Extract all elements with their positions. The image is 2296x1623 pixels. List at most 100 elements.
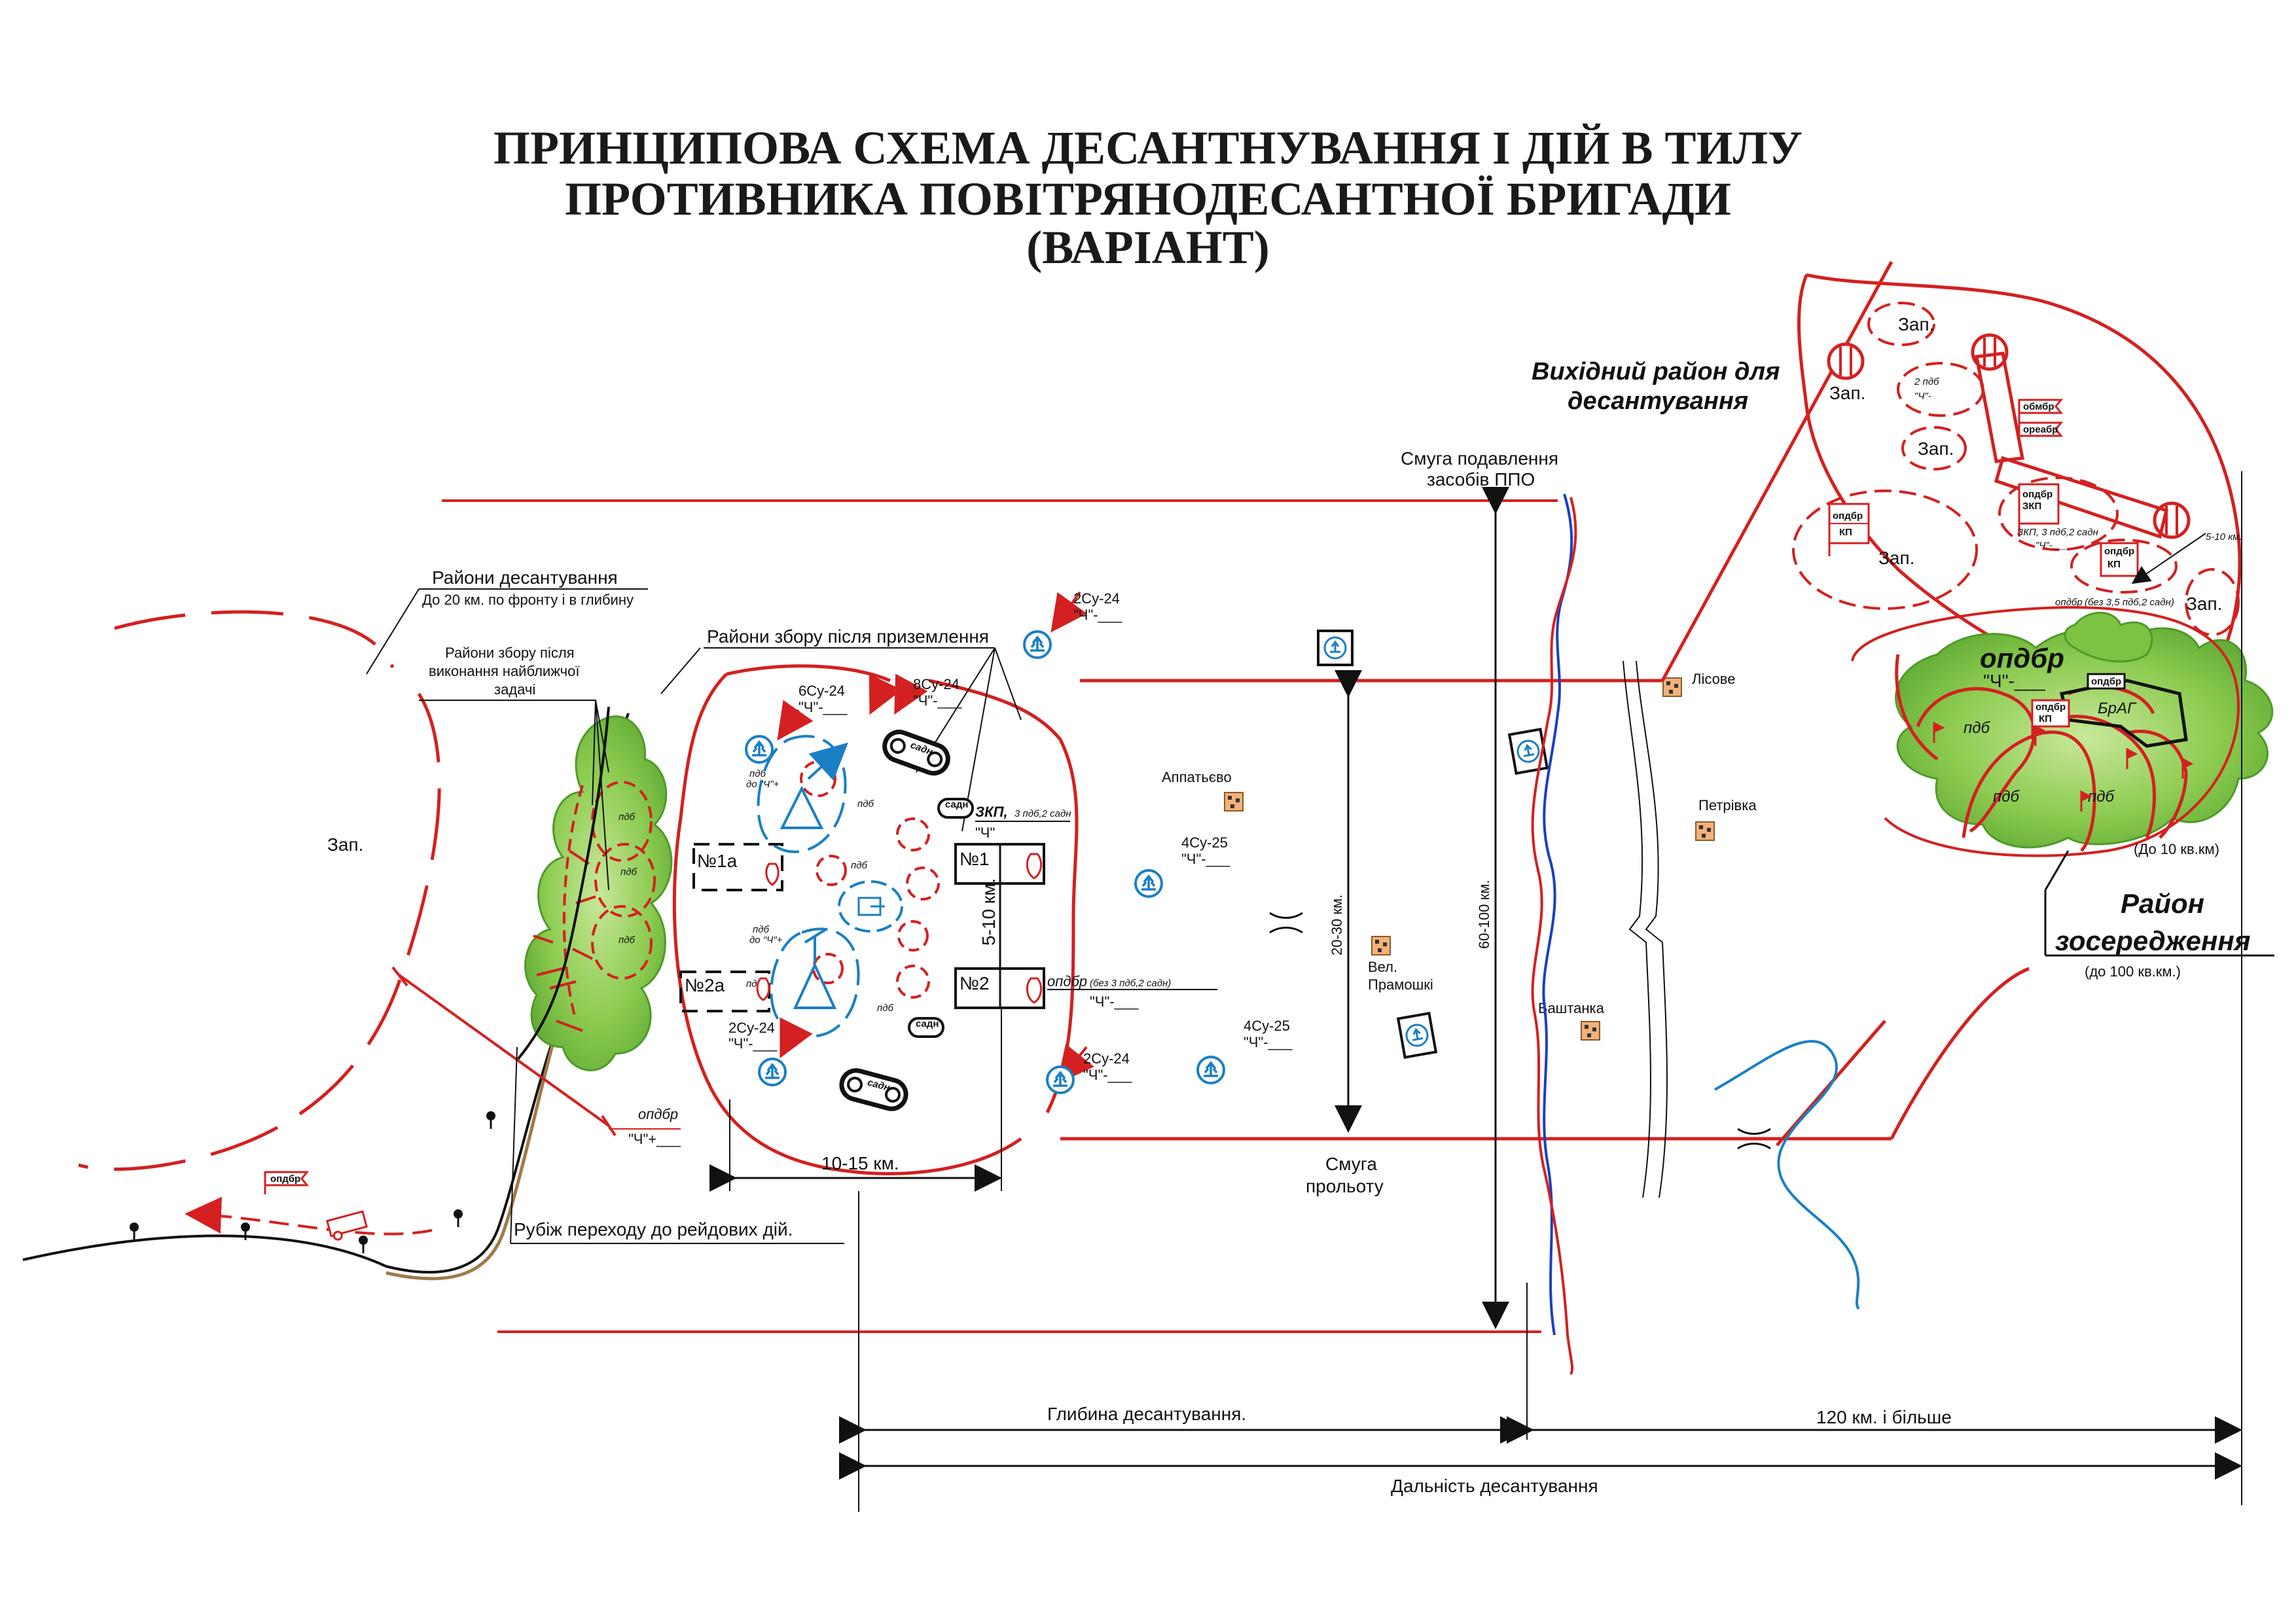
zap-r2: Зап. <box>1829 383 1865 403</box>
flag-opdbr-zkp: опдбр ЗКП <box>2018 483 2060 537</box>
svg-text:4Су-25: 4Су-25 <box>1181 834 1228 851</box>
withdraw-arrow <box>185 1196 433 1236</box>
svg-text:"Ч"-___: "Ч"-___ <box>728 1035 778 1052</box>
opdbr-rear-label: опдбр <box>638 1106 678 1122</box>
rear-red-line <box>398 974 610 1127</box>
raid-line-leader <box>510 1046 844 1244</box>
sadn-small-1: садн <box>937 798 974 819</box>
svg-text:"Ч"-___: "Ч"-___ <box>1244 1034 1293 1050</box>
pdb-flags-conc <box>1933 721 2194 812</box>
svg-text:"Ч"-___: "Ч"-___ <box>1181 851 1230 867</box>
pdb-c1-do: до "Ч"+ <box>746 779 780 790</box>
pdb-conc-2: пдб <box>1993 788 2020 806</box>
svg-text:обмбр: обмбр <box>2023 401 2054 412</box>
zap-r5: Зап. <box>2186 594 2222 614</box>
ch-no2: "Ч"-___ <box>1090 993 1139 1010</box>
initial-area-2: десантування <box>1568 387 1748 415</box>
pdb-c5: пдб <box>877 1003 894 1014</box>
svg-text:опдбр: опдбр <box>2104 546 2134 557</box>
svg-text:Вел.: Вел. <box>1368 959 1397 975</box>
blue-zone-upper <box>757 735 848 853</box>
aircraft-2su24-bottom: 2Су-24 "Ч"-___ <box>1046 1050 1132 1094</box>
opdbr-no2: опдбр <box>1047 973 1087 990</box>
zkp-main: ЗКП, <box>975 804 1008 820</box>
airfield-runways <box>1975 351 2168 539</box>
brag-zone <box>2059 679 2188 748</box>
front-river-red <box>1531 497 1577 1375</box>
pdb-c2: пдб <box>857 798 874 810</box>
pdb-c4: пдб <box>753 924 770 935</box>
sadn-track-upper: садн <box>882 729 950 776</box>
zkp-main-sub: 3 пдб,2 садн <box>1014 808 1071 819</box>
flag-opdbr-conc: опдбр <box>2087 673 2126 690</box>
km-5-10-small: 5-10 км. <box>2206 531 2242 543</box>
distance-120-label: 120 км. і більше <box>1816 1407 1952 1427</box>
road-right <box>1636 660 1668 1198</box>
width-10-15-label: 10-15 км. <box>821 1153 899 1173</box>
sadn-small-2: садн <box>908 1017 944 1038</box>
svg-text:6Су-24: 6Су-24 <box>798 683 845 699</box>
title-line-2: ПРОТИВНИКА ПОВІТРЯНОДЕСАНТНОЇ БРИГАДИ <box>565 173 1731 225</box>
opdbr-no2-sub: (без 3 пдб,2 садн) <box>1090 978 1171 989</box>
stream-right <box>1714 1040 1860 1310</box>
ch-right-label: "Ч"-___ <box>2036 540 2069 551</box>
aircraft-4su25-low: 4Су-25 "Ч"-___ <box>1196 1018 1293 1084</box>
air-defence-band-2: засобів ППО <box>1427 469 1535 490</box>
bridge-symbol-2 <box>1737 1128 1771 1150</box>
vehicle-icon <box>326 1210 368 1241</box>
svg-text:Прамошкі: Прамошкі <box>1368 976 1433 993</box>
concentration-oval <box>1851 606 2240 857</box>
svg-text:Баштанка: Баштанка <box>1538 1000 1605 1016</box>
pdb-c1: пдб <box>749 768 766 779</box>
raid-line-label: Рубіж переходу до рейдових дій. <box>514 1219 793 1240</box>
svg-text:"Ч"-___: "Ч"-___ <box>1083 1067 1132 1083</box>
blue-zone-center <box>838 880 903 933</box>
air-defence-band-1: Смуга подавлення <box>1401 448 1558 469</box>
pdb-conc-1: пдб <box>1964 719 1990 737</box>
depth-20-30-label: 20-30 км. <box>1329 895 1345 955</box>
opdbr-right-label: опдбр <box>2055 597 2083 608</box>
svg-text:садн: садн <box>916 1018 939 1029</box>
brag-label: БрАГ <box>2098 700 2137 717</box>
pdb-c3: пдб <box>851 860 868 871</box>
front-markers <box>130 1111 495 1253</box>
forest-left <box>524 715 673 1071</box>
svg-text:опдбр: опдбр <box>270 1173 300 1185</box>
svg-text:8Су-24: 8Су-24 <box>913 676 960 692</box>
airfield-2 <box>1971 333 2009 371</box>
sadn-track-lower: садн <box>839 1068 908 1111</box>
svg-text:Лісове: Лісове <box>1692 671 1735 687</box>
concentration-3: (до 100 кв.км.) <box>2085 963 2181 980</box>
forest-left-red-zones <box>562 781 656 1022</box>
depth-60-100-label: 60-100 км. <box>1476 880 1492 949</box>
zap-left-label: Зап. <box>327 834 363 855</box>
landing-boundary-black <box>516 706 610 1061</box>
assembly-after-task-leader <box>419 700 609 891</box>
zap-r4: Зап. <box>1878 548 1914 568</box>
settlement-applatevo: Аппатьєво <box>1162 769 1244 812</box>
svg-text:№1а: №1а <box>697 851 738 871</box>
aircraft-8su24: 8Су-24 "Ч"-___ <box>913 676 962 709</box>
flight-band-1: Смуга <box>1325 1154 1377 1174</box>
svg-text:"Ч"-___: "Ч"-___ <box>913 692 962 709</box>
flag-opdbr-kp-right: опдбр КП <box>2100 542 2139 577</box>
assembly-after-landing-label: Райони збору після приземлення <box>707 626 989 647</box>
svg-text:2Су-24: 2Су-24 <box>1083 1050 1130 1067</box>
assembly-after-task-1: Райони збору після <box>445 645 575 661</box>
svg-text:№1: №1 <box>960 849 990 869</box>
assembly-circles-red <box>800 760 940 999</box>
pdb-conc-3: пдб <box>2088 788 2115 806</box>
concentration-1: Район <box>2121 888 2204 919</box>
svg-text:№2а: №2а <box>685 975 725 995</box>
svg-text:Петрівка: Петрівка <box>1698 797 1757 813</box>
ch-pdb2-label: "Ч"- <box>1914 391 1931 402</box>
settlement-bashtanka: Баштанка <box>1538 1000 1605 1041</box>
pdb-forest-3: пдб <box>619 935 636 946</box>
front-line-brown <box>386 1007 565 1281</box>
flag-obmbr: обмбр <box>2018 399 2062 423</box>
aircraft-6su24: 6Су-24 "Ч"-___ <box>745 683 848 764</box>
aircraft-2su24-bottom-left: 2Су-24 "Ч"-___ <box>728 1020 787 1086</box>
assembly-after-task-3: задачі <box>494 681 535 698</box>
ch-main: "Ч" <box>975 825 995 841</box>
svg-text:4Су-25: 4Су-25 <box>1244 1018 1290 1034</box>
